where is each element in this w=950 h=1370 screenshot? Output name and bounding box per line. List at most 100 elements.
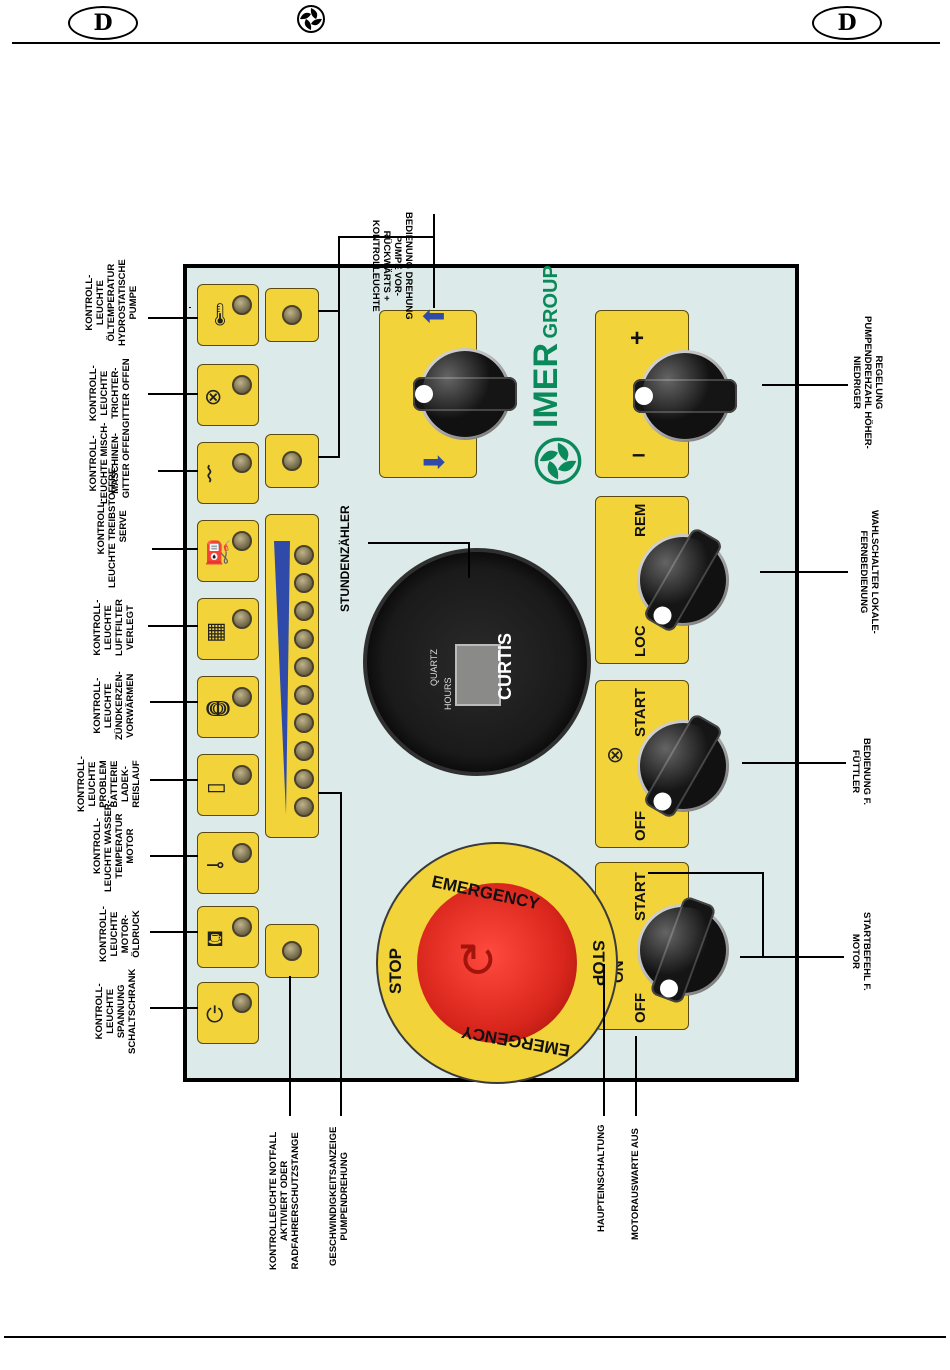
footer-rule	[4, 1336, 946, 1338]
thermometer-oil-icon: 🌡	[206, 303, 234, 328]
knob-shine	[422, 351, 508, 437]
pump-direction-knob[interactable]	[413, 351, 517, 437]
speed-plus-label: +	[630, 325, 645, 352]
meter-hours-label: HOURS	[443, 677, 453, 710]
speed-led	[294, 769, 314, 789]
speed-led	[294, 685, 314, 705]
leader-line	[148, 393, 198, 395]
leader-line	[368, 542, 470, 544]
leader-line	[338, 236, 434, 238]
leader-line	[148, 317, 198, 319]
leader-line	[150, 779, 198, 781]
label-lamp-hopper: KONTROLL- LEUCHTE TRICHTER- GITTER OFFEN	[88, 358, 132, 428]
arrow-up-icon: ⬅	[422, 299, 446, 332]
label-feeder: BEDIENUNG F. FÜTTLER	[850, 738, 872, 806]
label-hour-meter: STUNDENZÄHLER	[338, 505, 352, 612]
motor-start-label: START	[632, 872, 649, 921]
lamp-tile-emergency	[265, 924, 319, 978]
thermometer-water-icon: ⊸	[206, 853, 225, 878]
power-icon: ⏻	[206, 1003, 224, 1028]
warning-lamp	[232, 609, 252, 629]
stop-word-left: STOP	[386, 948, 405, 994]
speed-led	[294, 713, 314, 733]
battery-icon: ▭	[206, 775, 227, 800]
leader-line	[603, 964, 605, 1116]
label-lamp-glow: KONTROLL- LEUCHTE ZÜNDKERZEN- VORWÄRMEN	[92, 671, 136, 740]
leader-line	[318, 792, 342, 794]
air-filter-icon: ▦	[206, 619, 227, 644]
knob-pointer	[635, 387, 653, 405]
leader-line	[340, 792, 342, 1116]
emergency-stop-button[interactable]: ↻	[417, 883, 577, 1043]
feeder-knob[interactable]	[640, 712, 726, 820]
warning-lamp	[282, 941, 302, 961]
leader-line	[338, 236, 340, 456]
logo-sub: GROUP	[540, 265, 562, 339]
feeder-hopper-icon: ⊗	[606, 743, 625, 768]
leader-line	[318, 456, 340, 458]
stop-word-right: STOP	[589, 940, 608, 986]
label-main-switch: HAUPTEINSCHALTUNG	[596, 1124, 607, 1233]
label-lamp-oil-pressure: KONTROLL- LEUCHTE MOTOR- ÖLDRUCK	[98, 906, 142, 962]
lamp-tile-voltage: ⏻	[197, 982, 259, 1044]
imer-logo-icon	[297, 5, 325, 33]
arrow-down-icon: ➡	[422, 445, 446, 478]
hour-meter-display	[455, 644, 501, 706]
leader-line	[150, 931, 198, 933]
meter-quartz-label: QUARTZ	[429, 649, 439, 686]
warning-lamp	[232, 687, 252, 707]
label-lamp-air-filter: KONTROLL- LEUCHTE LUFTFILTER VERLEGT	[92, 599, 136, 656]
leader-line	[433, 214, 435, 308]
leader-line	[740, 956, 844, 958]
fuel-pump-icon: ⛽	[204, 541, 232, 566]
knob-shine	[640, 537, 726, 623]
knob-handle[interactable]	[413, 377, 517, 411]
label-lamp-water-temp: KONTROLL- LEUCHTE WASSER- TEMPERATUR MOT…	[92, 800, 136, 892]
lamp-tile-water-temp: ⊸	[197, 832, 259, 894]
label-pump-direction: BEDIENUNG DREHUNG PUMPE VOR- RÜCKWÄRTS +…	[370, 212, 414, 320]
speed-knob[interactable]	[633, 353, 737, 439]
leader-line	[150, 701, 198, 703]
imer-swirl-icon	[534, 437, 582, 485]
lamp-tile-mixer-grid: ⌇	[197, 442, 259, 504]
leader-line	[648, 872, 764, 874]
leader-line	[635, 1036, 637, 1116]
leader-line	[762, 872, 764, 956]
label-emergency-lamp: KONTROLLEUCHTE NOTFALL AKTIVIERT ODER RA…	[268, 1131, 301, 1270]
speed-led	[294, 601, 314, 621]
speed-led	[294, 545, 314, 565]
lamp-tile-battery: ▭	[197, 754, 259, 816]
speed-led	[294, 741, 314, 761]
warning-lamp	[232, 993, 252, 1013]
emergency-stop-ring: ↻ EMERGENCY EMERGENCY STOP STOP	[376, 842, 618, 1084]
leader-line	[760, 571, 848, 573]
label-speed-display: GESCHWINDIGKEITSANZEIGE PUMPENDREHUNG	[328, 1126, 350, 1266]
speed-led	[294, 657, 314, 677]
loc-label: LOC	[632, 625, 649, 657]
lamp-tile-fuel: ⛽	[197, 520, 259, 582]
warning-lamp	[282, 305, 302, 325]
language-badge-right-text: D	[837, 10, 857, 36]
label-local-remote: WAHLSCHALTER LOKALE- FERNBEDIENUNG	[858, 510, 880, 634]
hour-meter: QUARTZ HOURS CURTIS	[363, 548, 591, 776]
lamp-tile-oil-pressure: ⛾	[197, 906, 259, 968]
speed-led	[294, 797, 314, 817]
rotate-arrow-icon: ↻	[457, 933, 498, 989]
warning-lamp	[232, 765, 252, 785]
lamp-tile-oil-temp: 🌡	[197, 284, 259, 346]
lamp-tile-air-filter: ▦	[197, 598, 259, 660]
leader-line	[189, 307, 191, 308]
motor-knob[interactable]	[640, 895, 726, 1005]
lamp-tile-pump-reverse	[265, 434, 319, 488]
leader-line	[289, 976, 291, 1116]
leader-line	[742, 762, 846, 764]
leader-line	[762, 384, 848, 386]
warning-lamp	[282, 451, 302, 471]
label-lamp-fuel: KONTROLL- LEUCHTE TREIBSTOFFRE- SERVE	[96, 464, 129, 588]
warning-lamp	[232, 917, 252, 937]
local-remote-knob[interactable]	[640, 526, 726, 634]
label-lamp-voltage: KONTROLL- LEUCHTE SPANNUNG SCHALTSCHRANK	[94, 968, 138, 1054]
label-speed-control: REGELUNG PUMPENDREHZAHL HÖHER- NIEDRIGER	[851, 316, 884, 449]
lamp-tile-pump-forward	[265, 288, 319, 342]
knob-handle[interactable]	[633, 379, 737, 413]
